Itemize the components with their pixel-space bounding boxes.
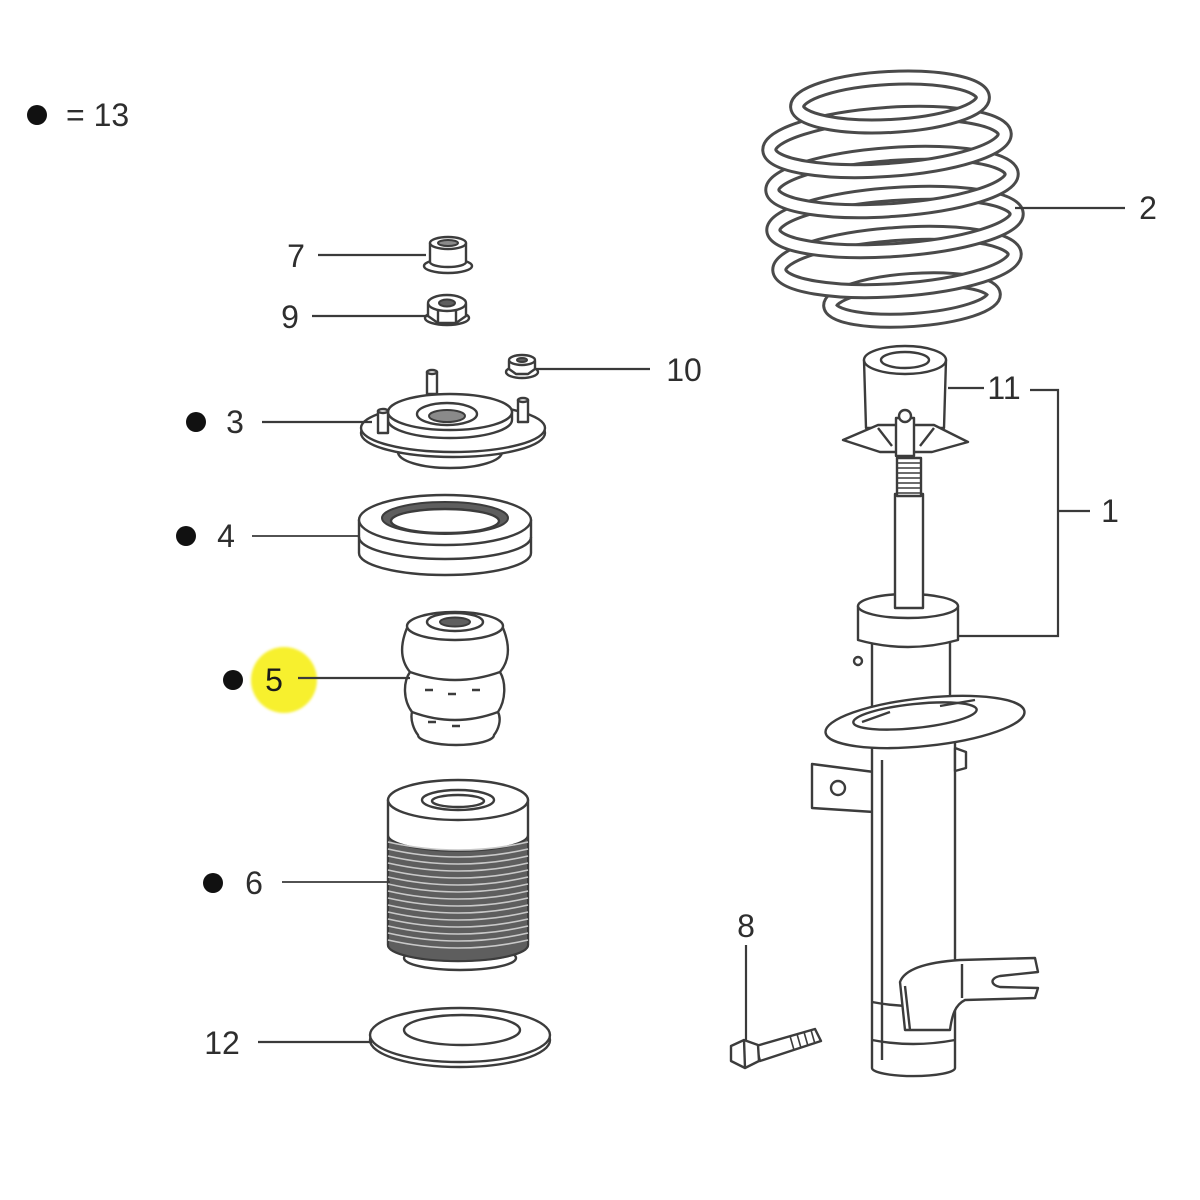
knuckle-bracket-slit — [903, 964, 964, 1031]
callout-label: 3 — [226, 404, 244, 440]
knuckle-bracket — [898, 956, 1040, 1032]
flange-nut — [504, 353, 540, 380]
bolt-shank — [754, 1027, 823, 1063]
bump-stop — [400, 610, 510, 747]
spring-seat-plate — [824, 694, 1026, 750]
callout-label: 7 — [287, 238, 305, 274]
bearing-bore — [389, 507, 501, 535]
callout-highlight — [251, 647, 317, 713]
mount-stud-tip — [425, 368, 439, 376]
bump-stop-body — [400, 626, 510, 747]
coil-spring — [761, 69, 1025, 329]
bushing — [422, 235, 474, 275]
callout-7[interactable]: 7 — [287, 238, 426, 274]
hex-nut — [423, 293, 471, 327]
strut-bearing — [357, 493, 533, 577]
isolator-stem-top — [897, 408, 913, 424]
isolator-flange-detail — [877, 427, 935, 447]
seat-ring-bore — [402, 1013, 522, 1047]
legend: = 13 — [27, 97, 129, 133]
assembly-bracket-line — [958, 388, 1060, 638]
bump-stop-bore — [439, 616, 471, 628]
mount-stud-tip — [516, 396, 530, 404]
callout-8[interactable]: 8 — [737, 908, 755, 1040]
coil-turn-inner — [764, 107, 1010, 177]
brake-hose-clip — [953, 746, 968, 773]
piston-rod-thread-lines — [897, 462, 921, 494]
coil-turn-inner — [774, 227, 1020, 297]
legend-text: = 13 — [66, 97, 129, 133]
callout-label: 5 — [265, 662, 283, 698]
callout-12[interactable]: 12 — [204, 1025, 372, 1061]
nut-hole — [438, 298, 456, 308]
coil-turn-inner — [825, 274, 999, 326]
callout-label: 1 — [1101, 493, 1119, 529]
mount-stud — [376, 409, 390, 435]
callout-label: 12 — [204, 1025, 240, 1061]
bump-stop-ridges — [409, 670, 501, 722]
strut-lug — [852, 655, 864, 667]
callout-1[interactable]: 1 — [958, 388, 1119, 638]
kit-marker-dot — [223, 670, 243, 690]
bolt — [729, 1027, 823, 1070]
spring-seat-detail — [861, 698, 976, 724]
dust-boot-bore — [430, 793, 486, 809]
kit-marker-dot — [186, 412, 206, 432]
callout-2[interactable]: 2 — [1015, 190, 1157, 226]
callout-label: 9 — [281, 299, 299, 335]
callout-label: 11 — [987, 370, 1020, 406]
kit-marker-dot — [27, 105, 47, 125]
dust-boot — [386, 778, 530, 972]
callout-6[interactable]: 6 — [203, 865, 390, 901]
spring-isolator — [841, 344, 970, 458]
bolt-head-edge — [742, 1039, 747, 1069]
callout-label: 4 — [217, 518, 235, 554]
bushing-bore — [437, 239, 459, 247]
callout-label: 10 — [666, 352, 702, 388]
callout-11[interactable]: 11 — [948, 370, 1021, 406]
mount-stud — [425, 370, 439, 396]
bump-stop-marks — [425, 688, 480, 728]
shock-absorber-strut — [810, 456, 1040, 1078]
callout-label: 6 — [245, 865, 263, 901]
bearing-band — [357, 536, 533, 561]
dust-boot-bellows — [387, 834, 529, 962]
callout-label: 8 — [737, 908, 755, 944]
callout-4[interactable]: 4 — [176, 518, 359, 554]
bolt-thread-lines — [789, 1029, 816, 1051]
callout-5[interactable]: 5 — [223, 647, 410, 713]
spring-seat-ring — [368, 1006, 552, 1069]
spring-seat-rim — [852, 701, 978, 731]
coil-turn-inner — [792, 72, 988, 132]
kit-marker-dot — [176, 526, 196, 546]
isolator-stem — [894, 416, 916, 458]
coil-turn-inner — [768, 187, 1022, 257]
mounting-tab-hole — [829, 779, 847, 797]
mount-stud — [516, 398, 530, 424]
piston-rod — [893, 492, 925, 610]
callout-10[interactable]: 10 — [536, 352, 702, 388]
mount-stud-tip — [376, 407, 390, 415]
callout-label: 2 — [1139, 190, 1157, 226]
flange-nut-hole — [516, 357, 528, 363]
coil-turn-inner — [767, 147, 1017, 217]
callout-9[interactable]: 9 — [281, 299, 428, 335]
kit-marker-dot — [203, 873, 223, 893]
dust-boot-ridges — [387, 841, 529, 949]
strut-mount — [359, 368, 547, 470]
mount-center-bore — [428, 409, 466, 423]
callout-3[interactable]: 3 — [186, 404, 372, 440]
piston-rod-thread — [895, 456, 923, 498]
isolator-bore — [879, 350, 931, 370]
